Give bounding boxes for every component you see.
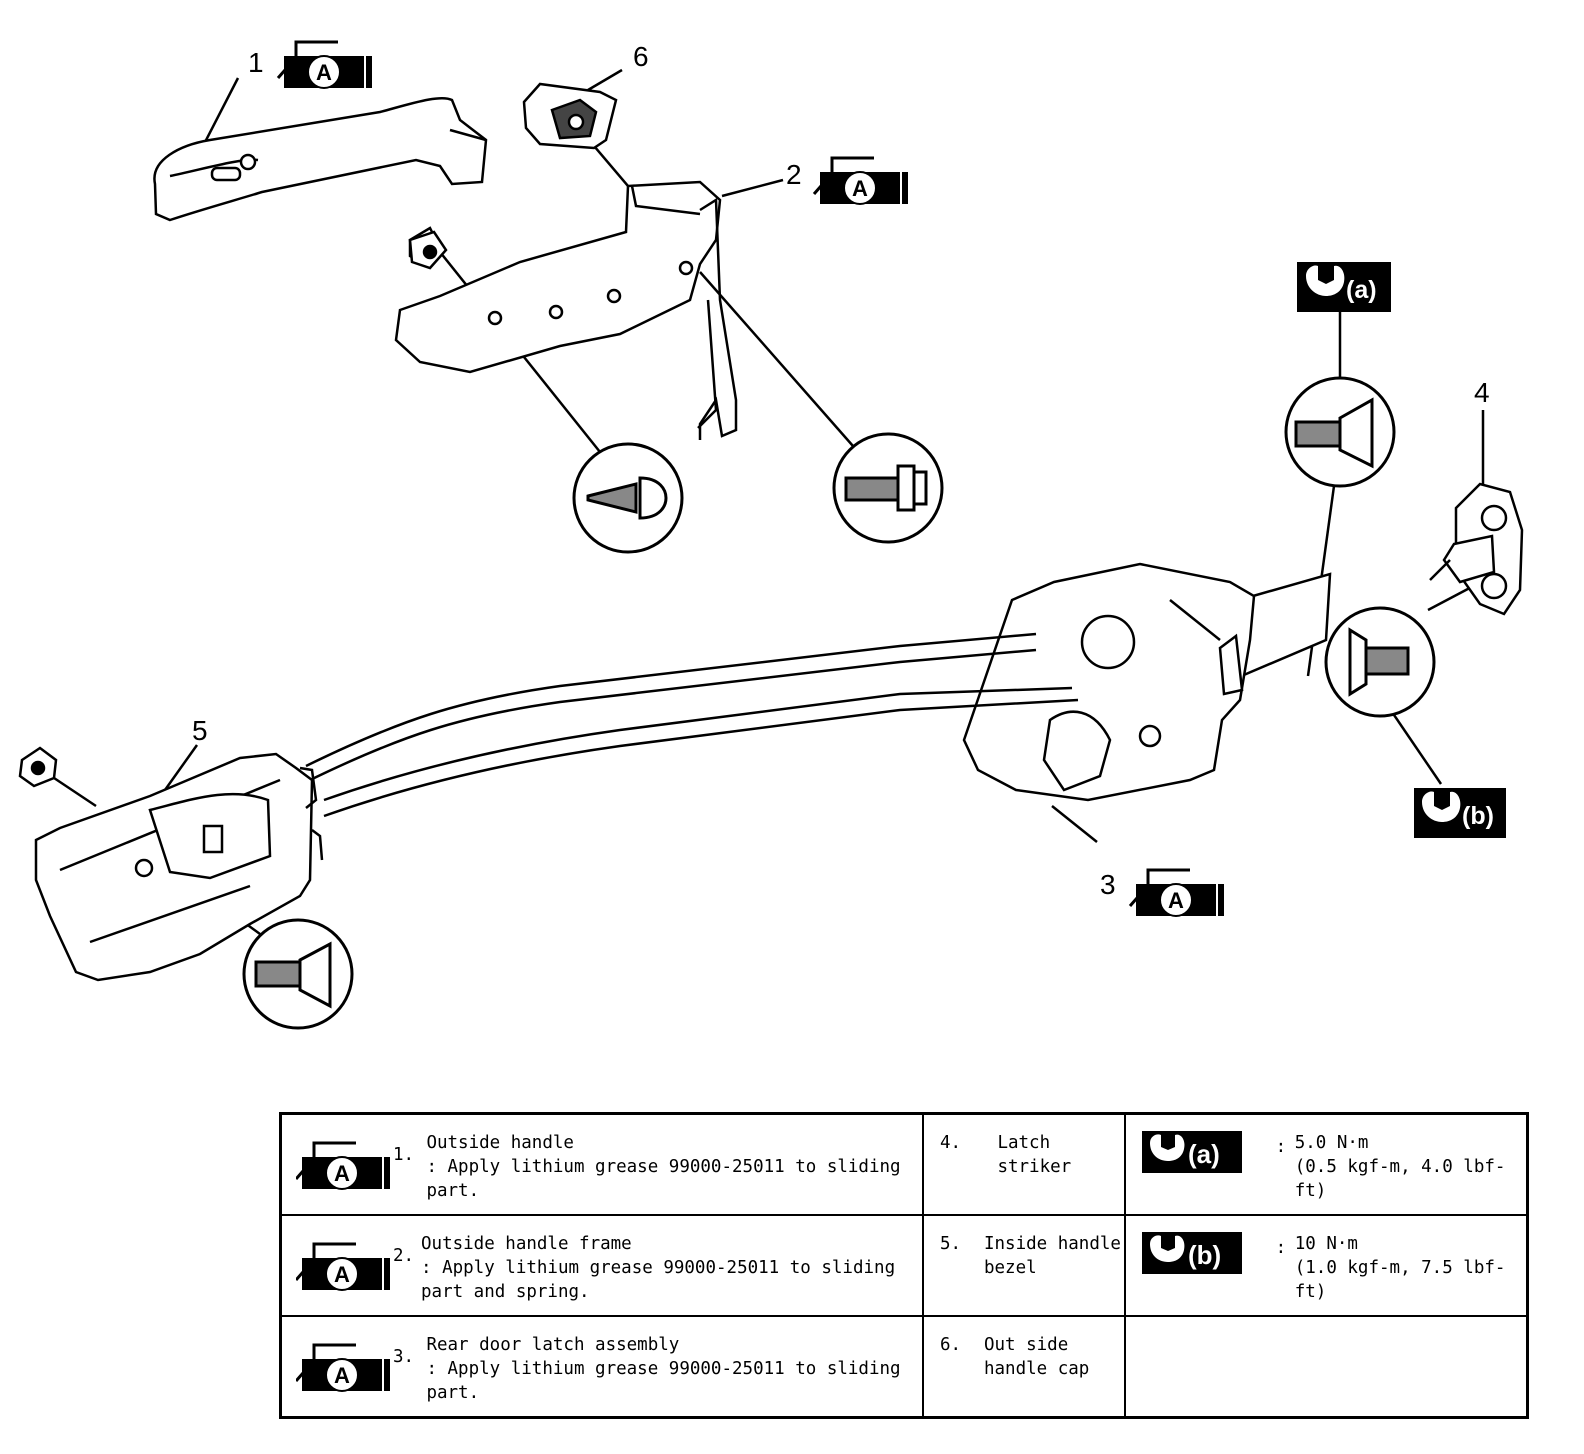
grease-cell-2: A 2. Outside handle frame : Apply lithiu… [279, 1214, 924, 1317]
parts-legend-table: A 1. Outside handle : Apply lithium grea… [279, 1112, 1529, 1419]
part-name: Inside handle bezel [983, 1234, 1121, 1278]
part-number: 6. [940, 1335, 962, 1355]
wrench-label-a: (a) [1297, 262, 1391, 312]
connecting-cables [305, 632, 1079, 818]
inside-handle-bezel-drawing [34, 752, 324, 982]
torque-detail: (0.5 kgf-m, 4.0 lbf-ft) [1294, 1157, 1506, 1201]
callout-3: 3 [1100, 869, 1116, 900]
callout-4: 4 [1474, 377, 1490, 408]
callout-1: 1 [248, 47, 264, 78]
grease-item-title: Rear door latch assembly [426, 1335, 680, 1355]
outside-handle-frame-drawing [394, 180, 738, 440]
grease-item-number: 2. [393, 1246, 415, 1266]
grease-item-note: : Apply lithium grease 99000-25011 to sl… [421, 1258, 896, 1302]
legend-row: A 2. Outside handle frame : Apply lithiu… [279, 1214, 1529, 1317]
part-number: 4. [940, 1133, 962, 1153]
torque-cell-a: (a) : 5.0 N·m (0.5 kgf-m, 4.0 lbf-ft) [1124, 1112, 1529, 1216]
grease-symbol-3: A [1128, 868, 1226, 918]
fastener-detail-circles [242, 376, 1436, 1030]
handle-cap-drawing [522, 82, 618, 150]
svg-text:(b): (b) [1188, 1240, 1221, 1270]
clip-drawings [18, 230, 448, 788]
leader-lines [47, 68, 1501, 936]
grease-item-title: Outside handle [426, 1133, 574, 1153]
grease-cell-1: A 1. Outside handle : Apply lithium grea… [279, 1112, 924, 1216]
callout-6: 6 [633, 41, 649, 72]
outside-handle-drawing [153, 96, 488, 222]
part-cell-6: 6. Out side handle cap [922, 1315, 1126, 1419]
part-number: 5. [940, 1234, 962, 1254]
torque-detail: (1.0 kgf-m, 7.5 lbf-ft) [1294, 1258, 1506, 1302]
grease-item-note: : Apply lithium grease 99000-25011 to sl… [426, 1359, 901, 1403]
grease-icon: A 3. [282, 1333, 414, 1405]
empty-cell [1124, 1315, 1529, 1419]
wrench-icon: (a) [1126, 1131, 1276, 1203]
grease-icon: A 1. [282, 1131, 414, 1203]
wrench-icon: (b) [1126, 1232, 1276, 1304]
svg-text:A: A [334, 1161, 350, 1186]
grease-symbol-1: A [276, 40, 374, 90]
grease-icon: A 2. [282, 1232, 414, 1304]
latch-striker-drawing [1429, 482, 1524, 616]
part-name: Out side handle cap [983, 1335, 1090, 1379]
svg-text:A: A [316, 60, 332, 85]
legend-row: A 1. Outside handle : Apply lithium grea… [279, 1112, 1529, 1216]
torque-value: 5.0 N·m [1294, 1133, 1369, 1153]
exploded-parts-diagram: 1 6 2 4 5 3 A A A (a) (b) [18, 40, 1524, 1030]
latch-assembly-drawing [962, 562, 1332, 802]
legend-row: A 3. Rear door latch assembly : Apply li… [279, 1315, 1529, 1419]
grease-item-number: 3. [393, 1347, 415, 1367]
torque-cell-b: (b) : 10 N·m (1.0 kgf-m, 7.5 lbf-ft) [1124, 1214, 1529, 1317]
svg-text:A: A [334, 1363, 350, 1388]
part-cell-4: 4. Latch striker [922, 1112, 1126, 1216]
callout-5: 5 [192, 715, 208, 746]
torque-value: 10 N·m [1294, 1234, 1358, 1254]
grease-cell-3: A 3. Rear door latch assembly : Apply li… [279, 1315, 924, 1419]
grease-symbol-2: A [812, 156, 910, 206]
svg-text:A: A [334, 1262, 350, 1287]
grease-item-number: 1. [393, 1145, 415, 1165]
callout-2: 2 [786, 159, 802, 190]
svg-text:(a): (a) [1346, 276, 1377, 304]
wrench-label-b: (b) [1414, 788, 1506, 838]
grease-item-note: : Apply lithium grease 99000-25011 to sl… [426, 1157, 901, 1201]
part-name: Latch striker [997, 1133, 1072, 1177]
svg-text:A: A [1168, 888, 1184, 913]
part-cell-5: 5. Inside handle bezel [922, 1214, 1126, 1317]
grease-item-title: Outside handle frame [421, 1234, 632, 1254]
svg-text:(a): (a) [1188, 1139, 1220, 1169]
svg-text:A: A [852, 176, 868, 201]
svg-text:(b): (b) [1462, 802, 1494, 830]
